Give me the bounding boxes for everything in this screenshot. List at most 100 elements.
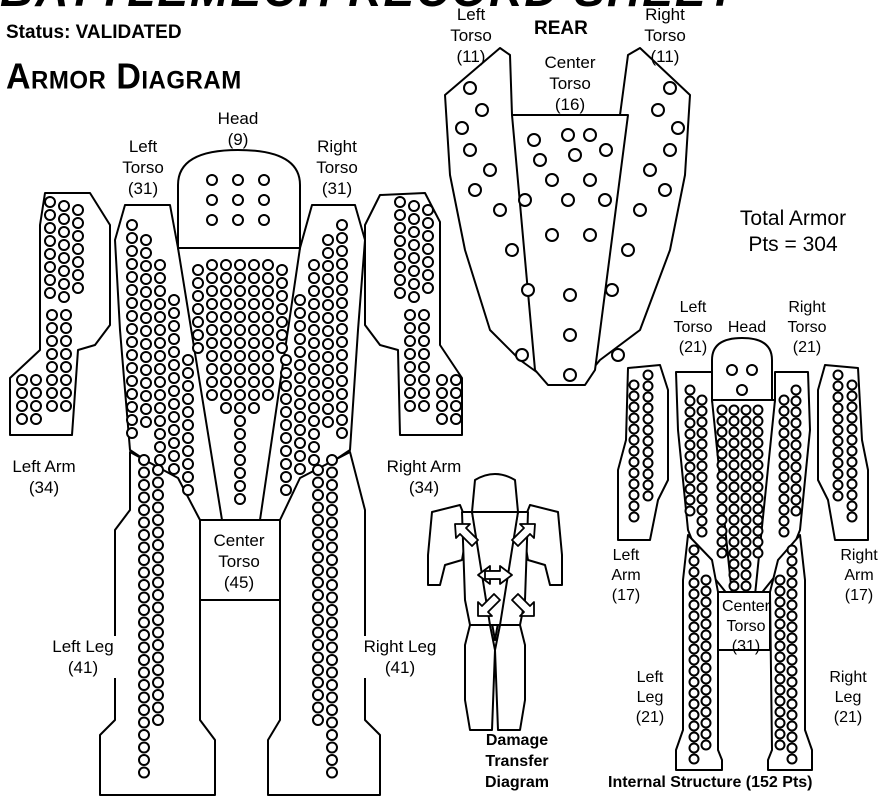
armor-pip <box>169 360 179 370</box>
structure-pip <box>644 382 653 391</box>
armor-pip <box>207 260 217 270</box>
armor-pip <box>281 446 291 456</box>
armor-pip <box>409 266 419 276</box>
structure-pip <box>788 656 797 665</box>
armor-pip <box>139 543 149 553</box>
armor-pip <box>127 415 137 425</box>
structure-pip <box>754 406 763 415</box>
armor-pip <box>309 416 319 426</box>
structure-pip <box>644 492 653 501</box>
structure-pip <box>848 381 857 390</box>
armor-pip <box>323 235 333 245</box>
armor-pip <box>337 246 347 256</box>
armor-pip <box>313 615 323 625</box>
armor-pip <box>155 286 165 296</box>
structure-pip <box>792 507 801 516</box>
structure-pip <box>630 458 639 467</box>
armor-pip <box>263 312 273 322</box>
armor-pip <box>323 274 333 284</box>
structure-pip <box>730 549 739 558</box>
front-head-label: Head(9) <box>206 108 270 150</box>
armor-pip <box>169 295 179 305</box>
structure-pip <box>718 439 727 448</box>
armor-pip <box>423 231 433 241</box>
armor-pip <box>153 590 163 600</box>
structure-pip <box>754 472 763 481</box>
armor-pip <box>259 215 269 225</box>
structure-pip <box>730 450 739 459</box>
total-armor-label: Total Armor Pts = 304 <box>718 206 868 258</box>
internal-structure-caption: Internal Structure (152 Pts) <box>608 774 813 792</box>
structure-pip <box>644 437 653 446</box>
armor-pip <box>295 399 305 409</box>
armor-pip <box>153 615 163 625</box>
rear-left-torso-label: LeftTorso(11) <box>440 4 502 67</box>
armor-pip <box>141 235 151 245</box>
armor-pip <box>599 194 611 206</box>
armor-pip <box>309 403 319 413</box>
structure-pip <box>698 506 707 515</box>
armor-pip <box>235 403 245 413</box>
structure-pip <box>788 590 797 599</box>
armor-pip <box>153 678 163 688</box>
structure-pip <box>754 494 763 503</box>
structure-pip <box>834 470 843 479</box>
armor-pip <box>281 472 291 482</box>
armor-pip <box>281 407 291 417</box>
structure-pip <box>644 404 653 413</box>
armor-pip <box>127 337 137 347</box>
armor-pip <box>221 273 231 283</box>
armor-pip <box>327 693 337 703</box>
armor-pip <box>634 204 646 216</box>
structure-pip <box>780 506 789 515</box>
structure-pip <box>742 527 751 536</box>
armor-pip <box>295 425 305 435</box>
structure-pip <box>698 473 707 482</box>
armor-pip <box>169 347 179 357</box>
structure-pip <box>742 560 751 569</box>
structure-pip <box>718 472 727 481</box>
armor-pip <box>327 480 337 490</box>
structure-pip <box>792 441 801 450</box>
armor-pip <box>313 640 323 650</box>
armor-pip <box>47 336 57 346</box>
structure-pip <box>754 461 763 470</box>
armor-pip <box>423 205 433 215</box>
dt-head-outline <box>472 474 518 512</box>
armor-pip <box>395 262 405 272</box>
armor-pip <box>313 678 323 688</box>
armor-pip <box>409 201 419 211</box>
structure-pip <box>686 496 695 505</box>
armor-pip <box>207 364 217 374</box>
structure-pip <box>686 397 695 406</box>
armor-pip <box>309 312 319 322</box>
structure-pip <box>788 601 797 610</box>
armor-pip <box>672 122 684 134</box>
armor-pip <box>484 164 496 176</box>
armor-pip <box>59 214 69 224</box>
structure-pip <box>698 451 707 460</box>
structure-pip <box>644 371 653 380</box>
armor-pip <box>327 768 337 778</box>
armor-pip <box>207 312 217 322</box>
armor-pip <box>155 351 165 361</box>
structure-pip <box>792 474 801 483</box>
armor-pip <box>464 144 476 156</box>
armor-pip <box>327 530 337 540</box>
armor-pip <box>207 175 217 185</box>
armor-pip <box>47 388 57 398</box>
armor-pip <box>295 438 305 448</box>
armor-pip <box>564 369 576 381</box>
armor-pip <box>155 338 165 348</box>
armor-pip <box>405 362 415 372</box>
armor-pip <box>31 375 41 385</box>
structure-pip <box>686 430 695 439</box>
structure-pip <box>686 474 695 483</box>
armor-pip <box>169 386 179 396</box>
armor-pip <box>59 240 69 250</box>
armor-pip <box>323 326 333 336</box>
armor-pip <box>139 705 149 715</box>
armor-pip <box>235 312 245 322</box>
